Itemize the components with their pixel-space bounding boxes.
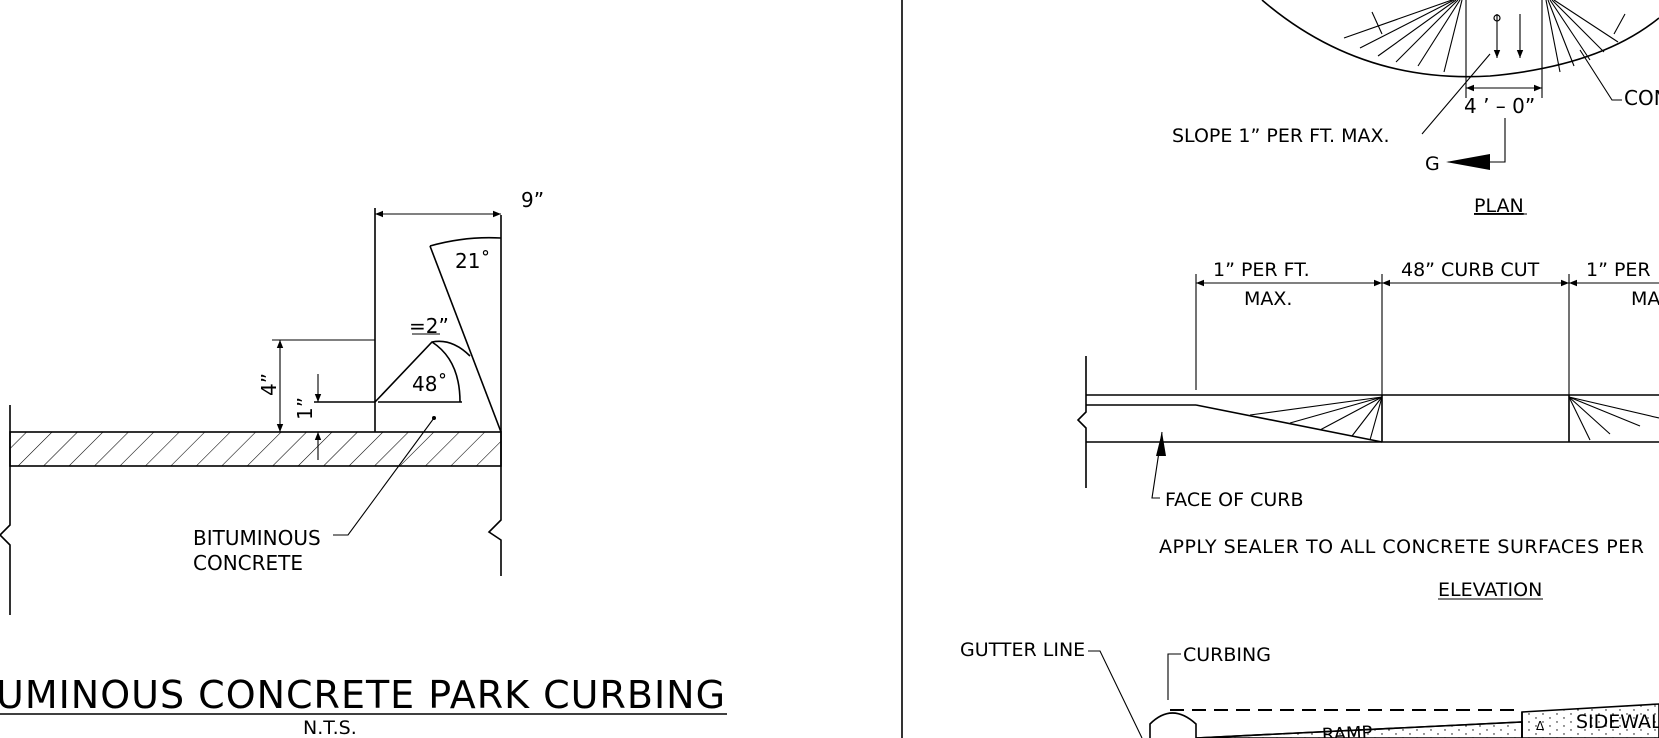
section-curb-profile	[1149, 712, 1197, 738]
right-break-line	[487, 432, 502, 576]
ramp-outer-arc	[1261, 0, 1659, 78]
scale-note: N.T.S.	[303, 717, 357, 738]
angle-48-label: 48˚	[412, 372, 447, 396]
sealer-note: APPLY SEALER TO ALL CONCRETE SURFACES PE…	[1159, 536, 1644, 558]
dim-4in-label: 4”	[257, 373, 281, 396]
elev-dim-right-label-1: 1” PER	[1586, 259, 1651, 281]
elev-dim-center-label: 48” CURB CUT	[1401, 259, 1540, 281]
plan-callout: CON	[1624, 86, 1659, 110]
park-curbing-detail: 9” 21˚ =2” 48˚ 4” 1” BITUMINOUS CONCRETE…	[0, 188, 727, 738]
dim-9in-label: 9”	[521, 188, 544, 212]
section-view: GUTTER LINE CURBING RAMP SIDEWAL Δ	[960, 639, 1659, 738]
gutter-line-label: GUTTER LINE	[960, 639, 1085, 661]
angle-21-arc	[429, 236, 502, 247]
elev-left-break	[1076, 356, 1087, 488]
elev-dim-right-label-2: MA	[1631, 288, 1659, 310]
material-label-line1: BITUMINOUS	[193, 526, 321, 550]
dim-1in-label: 1”	[293, 397, 317, 420]
elevation-label: ELEVATION	[1438, 579, 1542, 601]
angle-21-label: 21˚	[455, 249, 490, 273]
dim-2in-label: =2”	[409, 314, 449, 338]
base-slab-hatch	[9, 431, 502, 467]
plan-view: 4 ’ – 0” SLOPE 1” PER FT. MAX. G CON PLA…	[1172, 0, 1659, 217]
elev-dim-left-label-2: MAX.	[1244, 288, 1292, 310]
detail-title: UMINOUS CONCRETE PARK CURBING	[0, 673, 726, 717]
curbing-label: CURBING	[1183, 644, 1271, 666]
slope-note: SLOPE 1” PER FT. MAX.	[1172, 125, 1390, 147]
curb-face-line	[429, 245, 502, 433]
elevation-view: 1” PER FT. MAX. 48” CURB CUT 1” PER MA	[1076, 259, 1659, 601]
ramp-label: RAMP	[1321, 722, 1373, 738]
plan-width-label: 4 ’ – 0”	[1464, 94, 1535, 118]
svg-text:Δ: Δ	[1536, 719, 1545, 733]
left-break-line	[0, 405, 11, 615]
material-label-line2: CONCRETE	[193, 551, 303, 575]
grade-marker: G	[1425, 153, 1440, 175]
elev-dim-left-label-1: 1” PER FT.	[1213, 259, 1310, 281]
plan-label: PLAN	[1474, 195, 1524, 217]
material-leader	[333, 417, 435, 536]
angle-48-arc	[431, 341, 461, 403]
sidewalk-label: SIDEWAL	[1576, 711, 1659, 733]
face-of-curb-label: FACE OF CURB	[1165, 489, 1304, 511]
